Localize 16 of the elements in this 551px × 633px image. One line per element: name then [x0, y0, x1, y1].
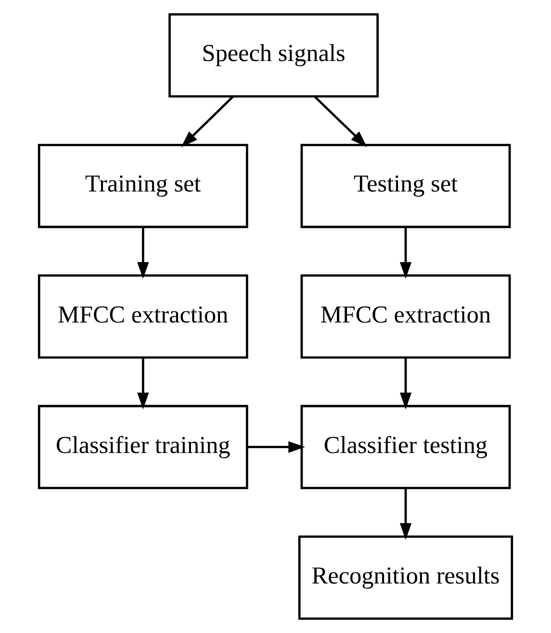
node-box: Classifier testing	[300, 404, 511, 490]
node-box: Testing set	[300, 144, 511, 228]
arrow	[400, 358, 412, 410]
arrow	[247, 441, 306, 453]
arrow	[137, 358, 149, 410]
arrow	[400, 488, 412, 540]
arrow	[314, 96, 368, 148]
node-box: Classifier training	[38, 404, 248, 490]
arrow	[400, 227, 412, 279]
arrow	[137, 227, 149, 279]
node-box: Training set	[38, 144, 248, 228]
node-box: MFCC extraction	[38, 274, 248, 359]
node-box: Recognition results	[298, 535, 514, 620]
node-box: MFCC extraction	[300, 274, 511, 359]
node-box: Speech signals	[168, 13, 379, 98]
arrow	[181, 96, 234, 148]
